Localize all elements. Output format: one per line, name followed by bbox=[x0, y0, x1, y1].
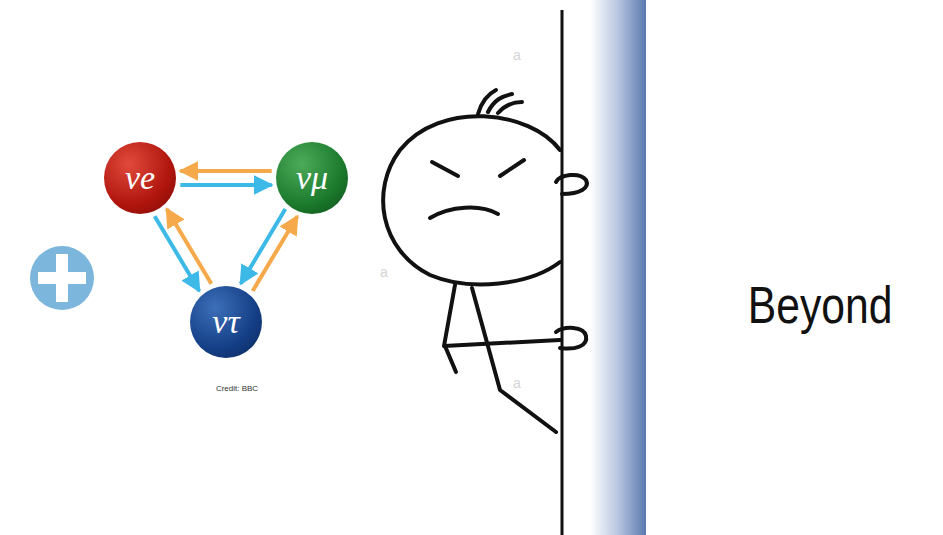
oscillation-arrow bbox=[155, 216, 200, 291]
watermark: a bbox=[513, 375, 521, 391]
watermark: a bbox=[513, 47, 521, 63]
neutrino-circle: ντ bbox=[190, 286, 262, 358]
neutrino-circle: νe bbox=[104, 142, 176, 214]
oscillation-arrow bbox=[241, 209, 286, 284]
wall-shade bbox=[590, 0, 646, 535]
oscillation-arrow bbox=[180, 183, 271, 187]
neutrino-circle: νμ bbox=[276, 142, 348, 214]
wall-edge bbox=[561, 10, 564, 535]
oscillation-arrow bbox=[180, 169, 271, 173]
plus-icon bbox=[30, 246, 94, 310]
neutrino-symbol: νe bbox=[125, 159, 155, 197]
watermark: a bbox=[380, 264, 388, 280]
credit-text: Credit: BBC bbox=[216, 384, 258, 393]
neutrino-symbol: νμ bbox=[296, 159, 328, 197]
stick-figure bbox=[383, 90, 587, 432]
neutrino-symbol: ντ bbox=[212, 303, 239, 341]
title-word: Beyond bbox=[748, 275, 893, 335]
